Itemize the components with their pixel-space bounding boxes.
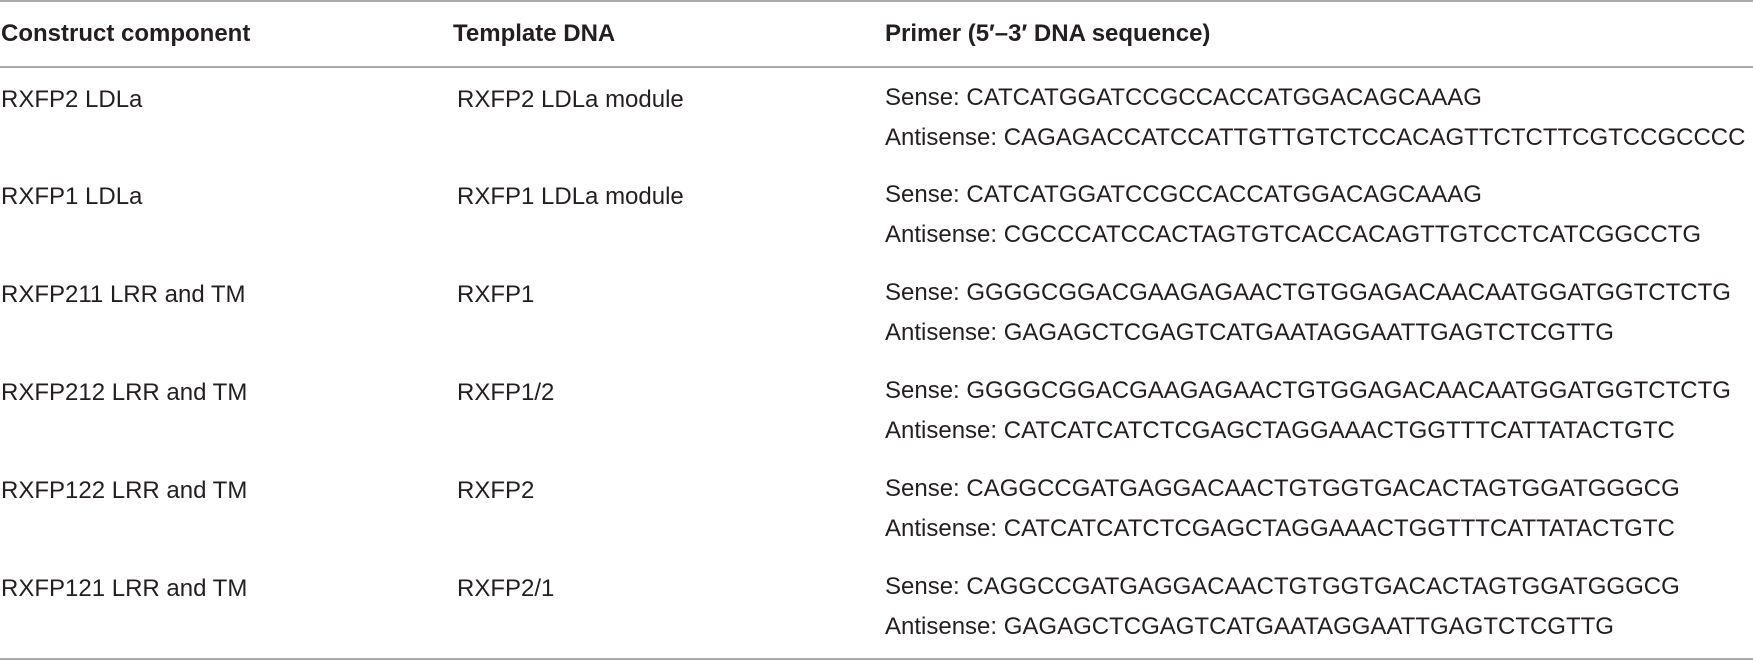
primer-cell: Sense: CAGGCCGATGAGGACAACTGTGGTGACACTAGT… xyxy=(883,459,1753,557)
construct-cell: RXFP2 LDLa xyxy=(0,67,451,165)
primer-cell: Sense: CATCATGGATCCGCCACCATGGACAGCAAAG A… xyxy=(883,67,1753,165)
construct-cell: RXFP1 LDLa xyxy=(0,165,451,263)
template-name: RXFP2 LDLa module xyxy=(457,86,684,113)
sense-primer: Sense: GGGGCGGACGAAGAGAACTGTGGAGACAACAAT… xyxy=(885,279,1731,306)
table-row: RXFP211 LRR and TM RXFP1 Sense: GGGGCGGA… xyxy=(0,263,1753,361)
construct-name: RXFP122 LRR and TM xyxy=(1,477,248,504)
antisense-primer: Antisense: CATCATCATCTCGAGCTAGGAAACTGGTT… xyxy=(885,417,1675,444)
header-row: Construct component Template DNA Primer … xyxy=(0,0,1753,68)
construct-cell: RXFP212 LRR and TM xyxy=(0,361,451,459)
template-cell: RXFP2 xyxy=(451,459,883,557)
table-row: RXFP1 LDLa RXFP1 LDLa module Sense: CATC… xyxy=(0,165,1753,263)
table-row: RXFP121 LRR and TM RXFP2/1 Sense: CAGGCC… xyxy=(0,557,1753,660)
header-construct-component: Construct component xyxy=(0,0,451,68)
construct-cell: RXFP122 LRR and TM xyxy=(0,459,451,557)
header-primer-sequence: Primer (5′–3′ DNA sequence) xyxy=(883,0,1753,68)
antisense-primer: Antisense: CAGAGACCATCCATTGTTGTCTCCACAGT… xyxy=(885,124,1746,151)
primer-cell: Sense: GGGGCGGACGAAGAGAACTGTGGAGACAACAAT… xyxy=(883,361,1753,459)
construct-name: RXFP212 LRR and TM xyxy=(1,379,248,406)
table-row: RXFP122 LRR and TM RXFP2 Sense: CAGGCCGA… xyxy=(0,459,1753,557)
sense-primer: Sense: CATCATGGATCCGCCACCATGGACAGCAAAG xyxy=(885,181,1482,208)
table-body: RXFP2 LDLa RXFP2 LDLa module Sense: CATC… xyxy=(0,67,1753,660)
sense-primer: Sense: CATCATGGATCCGCCACCATGGACAGCAAAG xyxy=(885,84,1482,111)
template-name: RXFP1 xyxy=(457,281,535,308)
template-name: RXFP1 LDLa module xyxy=(457,183,684,210)
antisense-primer: Antisense: CGCCCATCCACTAGTGTCACCACAGTTGT… xyxy=(885,221,1702,248)
primer-cell: Sense: GGGGCGGACGAAGAGAACTGTGGAGACAACAAT… xyxy=(883,263,1753,361)
template-name: RXFP1/2 xyxy=(457,379,555,406)
sense-primer: Sense: CAGGCCGATGAGGACAACTGTGGTGACACTAGT… xyxy=(885,475,1680,502)
template-name: RXFP2/1 xyxy=(457,575,555,602)
construct-cell: RXFP211 LRR and TM xyxy=(0,263,451,361)
template-name: RXFP2 xyxy=(457,477,535,504)
table-row: RXFP212 LRR and TM RXFP1/2 Sense: GGGGCG… xyxy=(0,361,1753,459)
table-header: Construct component Template DNA Primer … xyxy=(0,0,1753,68)
sense-primer: Sense: CAGGCCGATGAGGACAACTGTGGTGACACTAGT… xyxy=(885,573,1680,600)
template-cell: RXFP2/1 xyxy=(451,557,883,660)
template-cell: RXFP1/2 xyxy=(451,361,883,459)
template-cell: RXFP1 xyxy=(451,263,883,361)
construct-cell: RXFP121 LRR and TM xyxy=(0,557,451,660)
table-row: RXFP2 LDLa RXFP2 LDLa module Sense: CATC… xyxy=(0,67,1753,165)
primer-cell: Sense: CATCATGGATCCGCCACCATGGACAGCAAAG A… xyxy=(883,165,1753,263)
template-cell: RXFP2 LDLa module xyxy=(451,67,883,165)
template-cell: RXFP1 LDLa module xyxy=(451,165,883,263)
construct-name: RXFP2 LDLa xyxy=(1,86,143,113)
antisense-primer: Antisense: GAGAGCTCGAGTCATGAATAGGAATTGAG… xyxy=(885,319,1614,346)
antisense-primer: Antisense: GAGAGCTCGAGTCATGAATAGGAATTGAG… xyxy=(885,613,1614,640)
antisense-primer: Antisense: CATCATCATCTCGAGCTAGGAAACTGGTT… xyxy=(885,515,1675,542)
sense-primer: Sense: GGGGCGGACGAAGAGAACTGTGGAGACAACAAT… xyxy=(885,377,1731,404)
construct-name: RXFP121 LRR and TM xyxy=(1,575,248,602)
construct-name: RXFP1 LDLa xyxy=(1,183,143,210)
primer-cell: Sense: CAGGCCGATGAGGACAACTGTGGTGACACTAGT… xyxy=(883,557,1753,660)
header-template-dna: Template DNA xyxy=(451,0,883,68)
construct-name: RXFP211 LRR and TM xyxy=(1,281,246,308)
